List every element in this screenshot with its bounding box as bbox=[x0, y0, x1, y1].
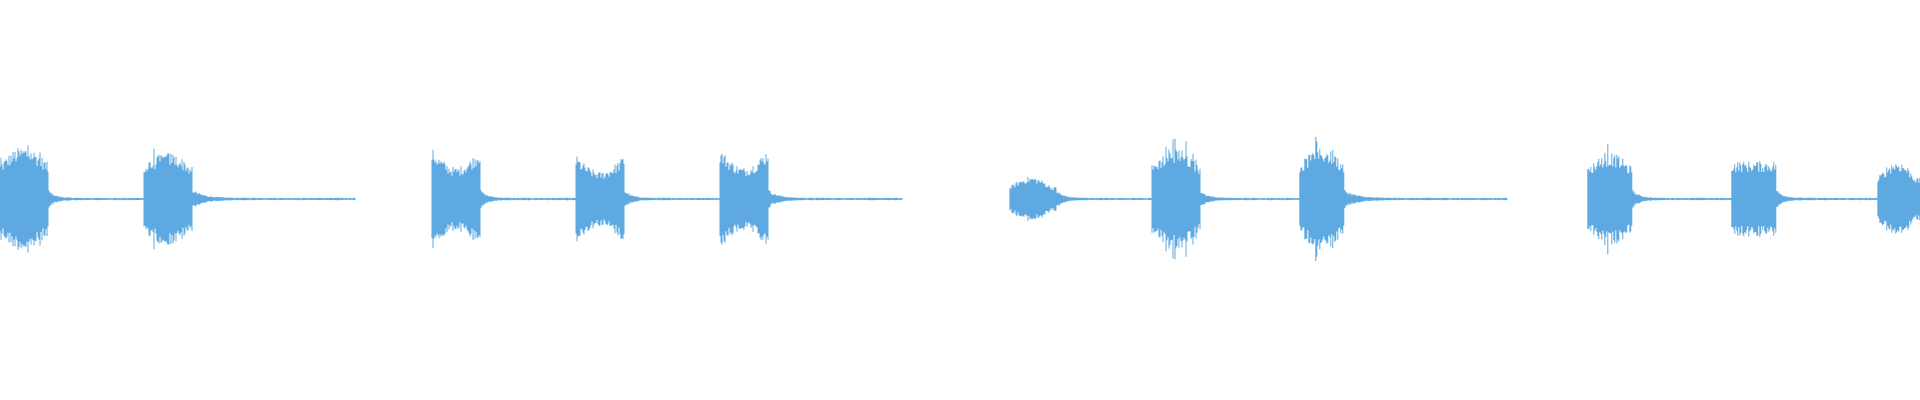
waveform-burst bbox=[1151, 138, 1201, 260]
waveform-group bbox=[1009, 136, 1508, 262]
waveform-decay-tail bbox=[47, 190, 145, 208]
waveform-burst bbox=[431, 149, 481, 249]
waveform-burst bbox=[1587, 143, 1633, 255]
waveform-decay-tail bbox=[1775, 191, 1878, 207]
waveform-group bbox=[431, 149, 903, 249]
waveform-burst bbox=[575, 156, 625, 242]
waveform-decay-tail bbox=[191, 189, 356, 209]
waveform-burst bbox=[1299, 136, 1345, 262]
waveform-burst bbox=[719, 153, 769, 245]
waveform-decay-tail bbox=[1055, 190, 1153, 208]
waveform-group bbox=[1587, 143, 1920, 255]
waveform-decay-tail bbox=[479, 190, 577, 208]
waveform-decay-tail bbox=[623, 191, 721, 207]
waveform-decay-tail bbox=[1631, 190, 1732, 208]
waveform-burst bbox=[143, 148, 193, 250]
waveform-decay-tail bbox=[767, 190, 903, 208]
waveform-burst bbox=[1009, 177, 1057, 221]
waveform-decay-tail bbox=[1343, 190, 1508, 208]
waveform-burst bbox=[1731, 161, 1777, 237]
waveform-burst bbox=[0, 145, 49, 253]
waveform-burst bbox=[1877, 164, 1920, 234]
waveform-group bbox=[0, 145, 356, 253]
waveform-decay-tail bbox=[1199, 189, 1300, 209]
waveform-layer bbox=[0, 136, 1920, 262]
